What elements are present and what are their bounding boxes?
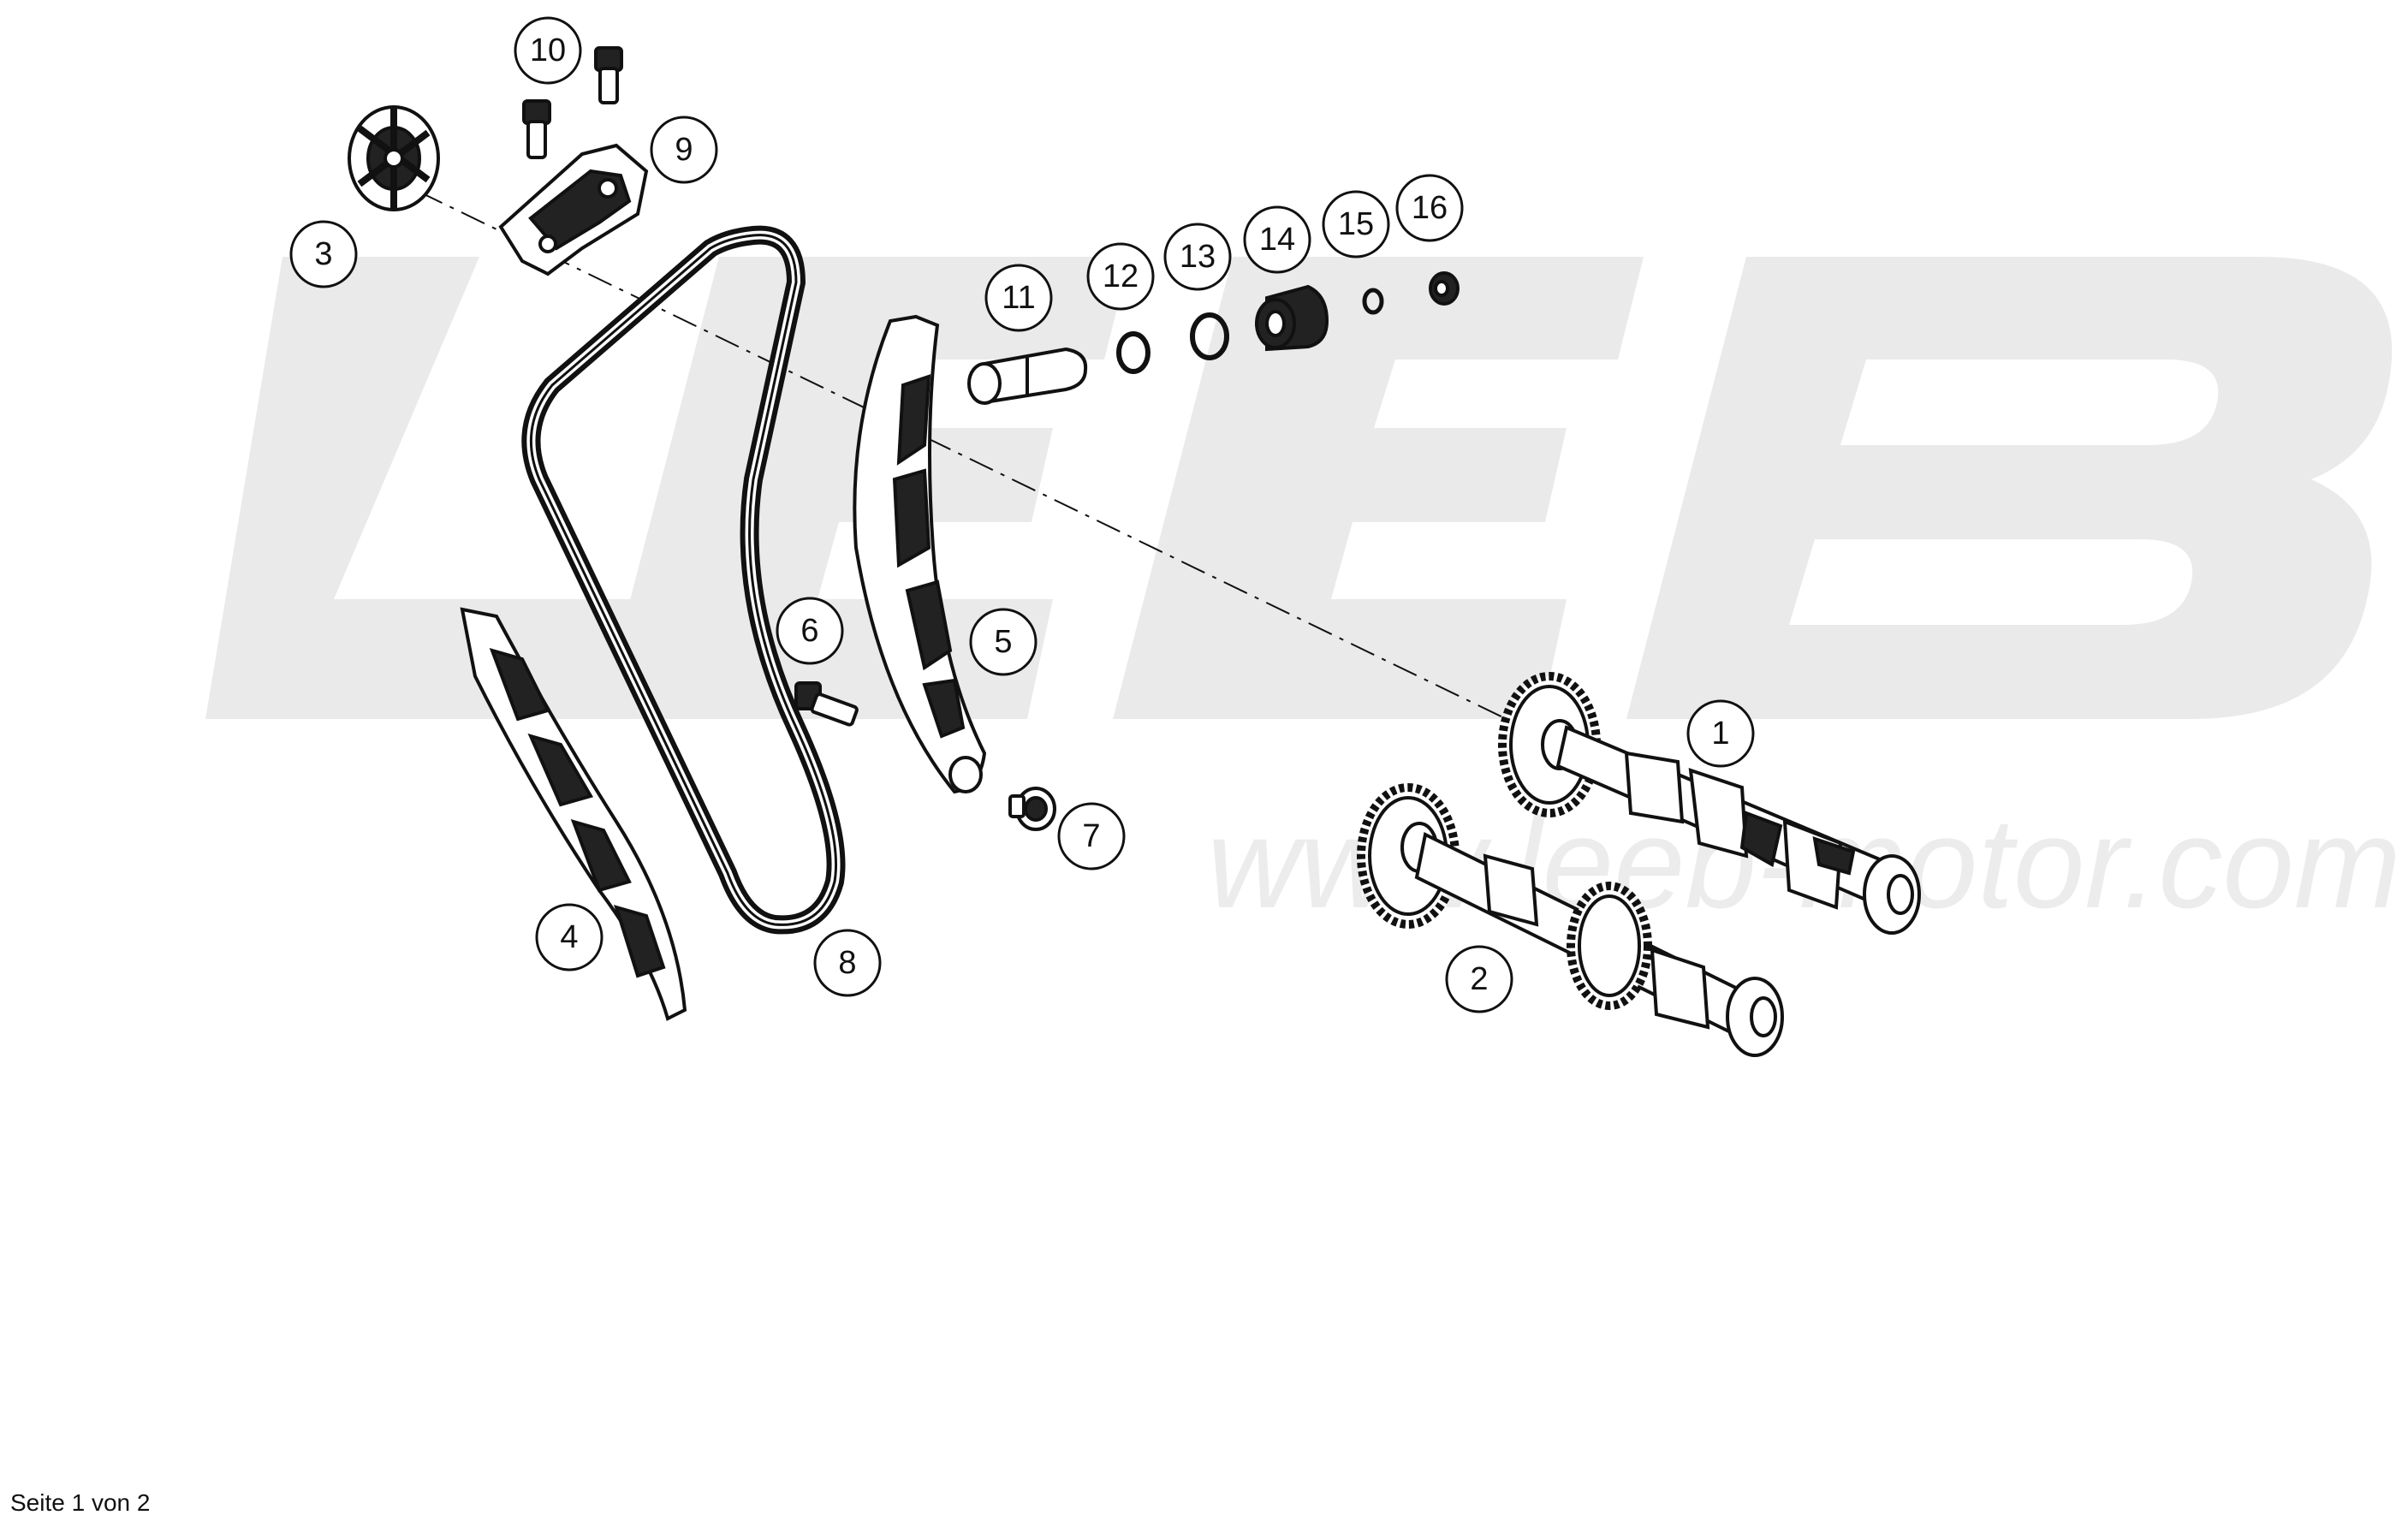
callout-15: 15 bbox=[1322, 190, 1390, 258]
part-1-camshaft bbox=[1498, 672, 1921, 935]
svg-text:1: 1 bbox=[1711, 716, 1729, 752]
svg-text:15: 15 bbox=[1338, 206, 1374, 242]
part-2-camshaft bbox=[1357, 783, 1784, 1057]
callout-7: 7 bbox=[1057, 802, 1126, 870]
svg-text:10: 10 bbox=[530, 33, 566, 68]
callout-16: 16 bbox=[1395, 174, 1464, 242]
svg-text:4: 4 bbox=[560, 919, 578, 955]
page-footer-text: Seite 1 von 2 bbox=[10, 1489, 151, 1516]
callout-12: 12 bbox=[1086, 242, 1155, 311]
callout-4: 4 bbox=[535, 903, 603, 971]
callout-2: 2 bbox=[1445, 945, 1513, 1013]
svg-text:3: 3 bbox=[314, 236, 332, 272]
part-6-bolt bbox=[794, 681, 859, 727]
callout-3: 3 bbox=[289, 220, 358, 288]
svg-text:11: 11 bbox=[1002, 280, 1035, 316]
part-7-plug bbox=[1008, 787, 1056, 831]
part-14-screw-plug bbox=[1255, 284, 1329, 352]
part-13-seal-ring bbox=[1190, 312, 1229, 360]
callout-1: 1 bbox=[1686, 699, 1755, 768]
part-5-tensioner-rail bbox=[853, 314, 987, 794]
callout-13: 13 bbox=[1163, 223, 1232, 291]
part-9-bracket bbox=[498, 143, 649, 276]
svg-text:8: 8 bbox=[838, 945, 856, 981]
callout-8: 8 bbox=[813, 929, 882, 997]
callout-14: 14 bbox=[1243, 205, 1311, 274]
center-axis-line bbox=[376, 170, 1516, 724]
callout-10: 10 bbox=[514, 16, 582, 85]
callout-11: 11 bbox=[984, 264, 1053, 332]
callout-9: 9 bbox=[650, 116, 718, 184]
svg-text:6: 6 bbox=[800, 613, 818, 649]
svg-text:2: 2 bbox=[1470, 961, 1488, 997]
svg-text:9: 9 bbox=[675, 132, 693, 168]
part-3-sprocket-wheel bbox=[348, 105, 440, 211]
callout-6: 6 bbox=[776, 597, 844, 665]
part-15-small-ring bbox=[1362, 288, 1384, 315]
part-11-tensioner-piston bbox=[967, 347, 1088, 405]
svg-text:5: 5 bbox=[994, 624, 1012, 660]
callout-5: 5 bbox=[969, 608, 1038, 676]
svg-text:13: 13 bbox=[1180, 239, 1216, 275]
part-16-small-plug bbox=[1429, 271, 1460, 306]
svg-text:16: 16 bbox=[1412, 190, 1448, 226]
part-8-timing-chain bbox=[521, 225, 846, 935]
svg-text:14: 14 bbox=[1259, 222, 1295, 258]
svg-text:7: 7 bbox=[1082, 818, 1100, 854]
part-4-guide-rail bbox=[460, 607, 687, 1021]
part-10-bolts bbox=[522, 46, 623, 159]
part-12-seal-ring bbox=[1116, 331, 1150, 374]
svg-text:12: 12 bbox=[1103, 258, 1139, 294]
